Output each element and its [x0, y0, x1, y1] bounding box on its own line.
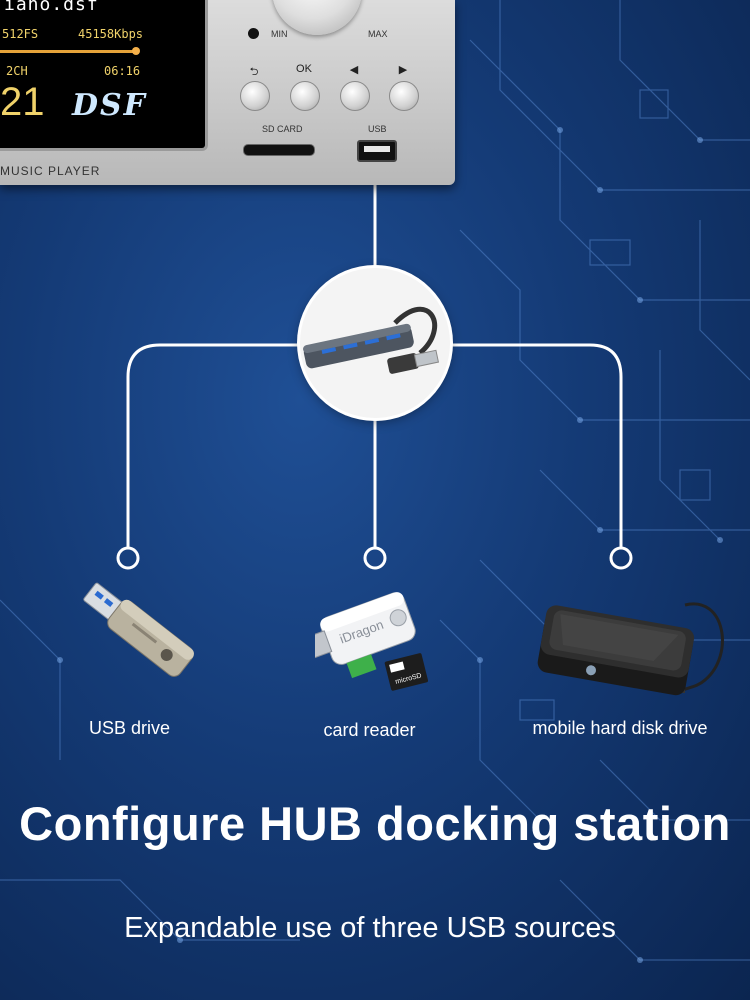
hard-disk-label: mobile hard disk drive — [532, 718, 708, 738]
back-icon: ⮌ — [249, 66, 259, 78]
display-sample-rate: 512FS — [2, 27, 39, 41]
display-filename: iano.dsf — [4, 0, 99, 15]
usb-drive-label: USB drive — [88, 718, 171, 738]
knob-max-label: MAX — [368, 29, 388, 39]
sd-card-label: SD CARD — [262, 124, 303, 134]
display-format: DSF — [72, 88, 147, 123]
next-icon: ▶ — [398, 64, 408, 76]
model-label: MUSIC PLAYER — [0, 164, 101, 178]
ok-label: OK — [296, 63, 312, 75]
player-display: iano.dsf 512FS 45158Kbps 2CH 06:16 21 DS… — [0, 0, 208, 151]
progress-thumb — [132, 47, 140, 55]
sd-card-slot[interactable] — [243, 144, 315, 156]
prev-button[interactable] — [340, 81, 370, 111]
ok-button[interactable] — [290, 81, 320, 111]
music-player-panel: iano.dsf 512FS 45158Kbps 2CH 06:16 21 DS… — [0, 0, 455, 185]
knob-min-label: MIN — [271, 29, 288, 39]
display-bitrate: 45158Kbps — [78, 27, 144, 41]
usb-drive-icon — [83, 582, 194, 677]
usb-hub — [300, 268, 450, 418]
usb-label: USB — [368, 124, 387, 134]
headline: Configure HUB docking station — [19, 797, 731, 850]
display-track: 21 — [0, 80, 45, 124]
back-button[interactable] — [240, 81, 270, 111]
progress-bar — [0, 50, 136, 53]
card-reader-label: card reader — [323, 720, 416, 740]
display-channels: 2CH — [6, 64, 28, 78]
usb-port[interactable] — [357, 140, 397, 162]
hard-disk-icon — [537, 602, 724, 696]
display-time: 06:16 — [104, 64, 141, 78]
card-reader-icon: iDragon microSD — [315, 592, 429, 691]
power-led — [248, 28, 259, 39]
subheadline: Expandable use of three USB sources — [124, 912, 616, 944]
prev-icon: ◀ — [349, 64, 359, 76]
usb-hub-icon — [303, 306, 440, 374]
next-button[interactable] — [389, 81, 419, 111]
